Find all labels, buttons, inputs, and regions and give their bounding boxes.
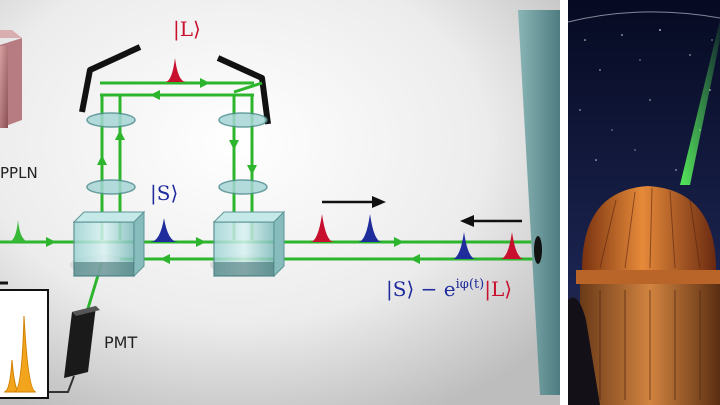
label-ket-s: |S⟩ — [150, 181, 178, 206]
right-beam-splitter — [212, 210, 286, 278]
propagation-arrows — [322, 196, 522, 227]
foreground-trees — [568, 297, 600, 405]
superposition-exponent: iφ(t) — [456, 277, 485, 292]
pulse-blue-return — [452, 232, 476, 259]
observatory-photo — [567, 0, 720, 405]
long-pulse-red — [165, 58, 186, 82]
label-pmt: PMT — [104, 333, 137, 352]
short-pulse-blue — [150, 218, 178, 242]
pulse-red-outbound — [310, 214, 334, 242]
pulse-red-return — [500, 232, 524, 259]
top-right-mirror — [216, 55, 271, 125]
pmt-detector — [30, 306, 100, 393]
label-ppln: PPLN — [0, 164, 38, 182]
superposition-suffix: |L⟩ — [484, 277, 512, 302]
ppln-crystal — [0, 30, 22, 128]
pulses — [8, 58, 524, 259]
input-green-pulse — [8, 220, 30, 242]
dome — [582, 186, 716, 270]
pulse-blue-outbound — [358, 214, 382, 242]
detector-histogram-inset — [0, 289, 49, 399]
label-ket-l: |L⟩ — [173, 17, 201, 42]
retro-reflector — [518, 10, 560, 395]
lenses — [86, 112, 268, 195]
beam-direction-arrows — [46, 78, 420, 264]
left-beam-splitter — [72, 210, 146, 278]
laser-beam — [680, 20, 720, 185]
top-left-mirror — [79, 44, 142, 113]
label-superposition: |S⟩ − eiφ(t)|L⟩ — [386, 277, 512, 302]
stars — [579, 29, 713, 171]
superposition-prefix: |S⟩ − e — [386, 277, 456, 302]
